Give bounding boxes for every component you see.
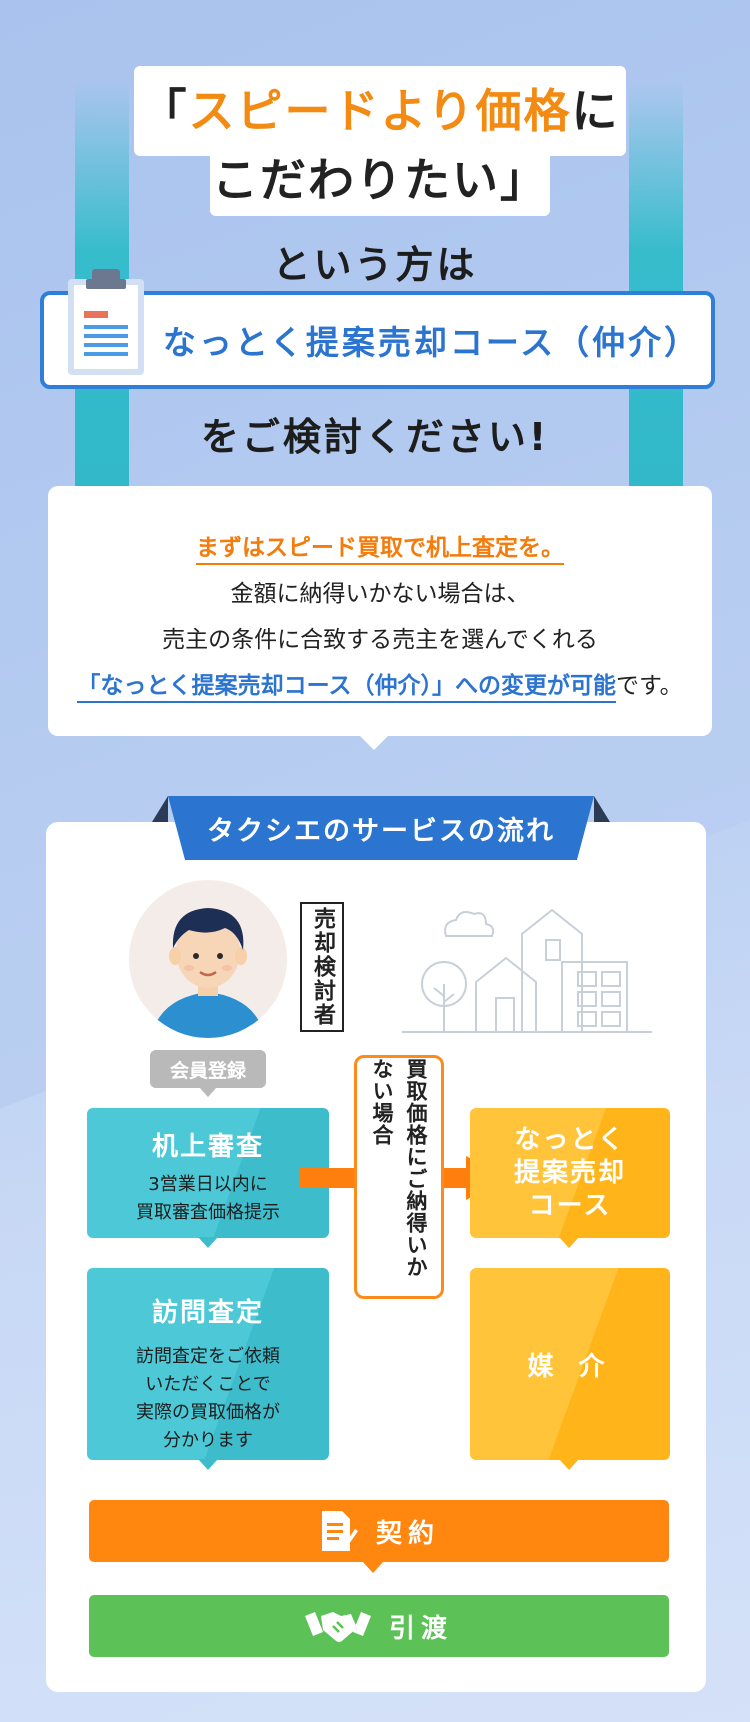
house-icon — [402, 904, 652, 1034]
visit-review-line3: 実際の買取価格が — [136, 1402, 280, 1423]
info-card-pointer — [358, 734, 390, 750]
visit-review-line4: 分かります — [163, 1430, 253, 1451]
visit-review-line2: いただくことで — [145, 1374, 271, 1395]
desk-review-pointer — [198, 1237, 218, 1248]
intro-text: という方は — [272, 243, 478, 287]
visit-review-pointer — [198, 1459, 218, 1470]
desk-review-line2: 買取審査価格提示 — [136, 1202, 280, 1223]
contract-pointer — [362, 1561, 384, 1573]
flow-title: タクシエのサービスの流れ — [168, 796, 594, 860]
headline-line2: こだわりたい」 — [210, 144, 550, 216]
contract-label: 契約 — [375, 1518, 440, 1549]
seller-avatar-icon — [129, 880, 287, 1038]
nattoku-course-line3: コース — [528, 1191, 612, 1221]
info-line-1: まずはスピード買取で机上査定を。 — [196, 535, 564, 565]
visit-review-title: 訪問査定 — [151, 1298, 264, 1328]
info-card: まずはスピード買取で机上査定を。 金額に納得いかない場合は、 売主の条件に合致す… — [48, 486, 712, 736]
nattoku-course-line1: なっとく — [514, 1125, 626, 1155]
nattoku-course-pointer — [559, 1237, 579, 1248]
ribbon-fold-right — [594, 796, 610, 822]
course-label: なっとく提案売却コース（仲介） — [162, 323, 701, 362]
contract-step: 契約 — [89, 1500, 669, 1562]
cta-text: をご検討ください! — [200, 415, 550, 459]
contract-document-icon — [318, 1509, 358, 1553]
desk-review-line1: 3営業日以内に — [148, 1174, 268, 1195]
member-registration-badge: 会員登録 — [150, 1050, 266, 1088]
price-condition-box: 買取価格にご納得いかない場合 — [354, 1055, 444, 1299]
handshake-icon — [304, 1606, 371, 1646]
desk-review-title: 机上審査 — [151, 1132, 264, 1162]
clipboard-icon — [66, 267, 146, 377]
info-line-3: 売主の条件に合致する売主を選んでくれる — [162, 627, 598, 653]
course-change-link[interactable]: 「なっとく提案売却コース（仲介）」への変更が可能 — [77, 673, 616, 703]
info-line-4-tail: です。 — [615, 673, 683, 699]
visit-review-box: 訪問査定 訪問査定をご依頼 いただくことで 実際の買取価格が 分かります — [87, 1268, 329, 1460]
mediation-pointer — [559, 1459, 579, 1470]
member-registration-pointer — [199, 1087, 217, 1097]
handover-step: 引渡 — [89, 1595, 669, 1657]
handover-label: 引渡 — [388, 1613, 453, 1644]
desk-review-box: 机上審査 3営業日以内に 買取審査価格提示 — [87, 1108, 329, 1238]
nattoku-course-line2: 提案売却 — [513, 1158, 626, 1188]
ribbon-fold-left — [152, 796, 168, 822]
info-line-2: 金額に納得いかない場合は、 — [230, 581, 530, 607]
headline-line1: 「スピードより価格に — [134, 66, 626, 156]
nattoku-course-box: なっとく 提案売却 コース — [470, 1108, 670, 1238]
visit-review-line1: 訪問査定をご依頼 — [136, 1346, 280, 1367]
mediation-label: 媒 介 — [527, 1351, 613, 1382]
course-box: なっとく提案売却コース（仲介） — [40, 269, 715, 389]
mediation-box: 媒 介 — [470, 1268, 670, 1460]
seller-label: 売却検討者 — [300, 902, 344, 1032]
